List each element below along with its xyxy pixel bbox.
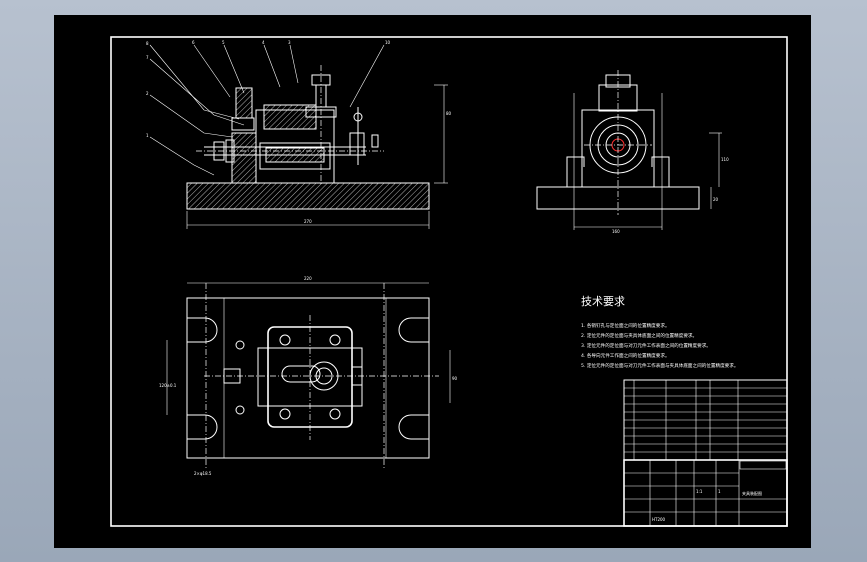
title-drawing-name: 夹具装配图 <box>742 490 762 496</box>
dim-front-width: 270 <box>304 219 312 224</box>
svg-text:10: 10 <box>385 40 391 45</box>
tech-req-note: 4. 各导向元件工作面之间的位置精度要求。 <box>581 352 670 359</box>
dim-top-left: 120±0.1 <box>159 383 177 388</box>
front-section-view: 8 7 2 1 6 5 4 3 10 80 270 <box>146 40 452 229</box>
drawing-border <box>110 36 788 527</box>
dim-side-height: 110 <box>721 157 729 162</box>
top-view: 220 120±0.1 90 2×φ18.5 <box>159 276 458 476</box>
title-block: 夹具装配图 1:1 1 HT200 <box>623 459 788 527</box>
svg-text:1: 1 <box>146 133 149 138</box>
svg-text:5: 5 <box>222 40 225 45</box>
dim-top-right: 90 <box>452 376 458 381</box>
tech-requirements: 技术要求 1. 各销钉孔与定位面之间的位置精度要求。 2. 定位元件的定位面与夹… <box>581 295 738 369</box>
side-view: 160 110 20 <box>536 70 729 234</box>
dim-side-base: 20 <box>713 197 719 202</box>
svg-text:6: 6 <box>192 40 195 45</box>
parts-list <box>623 379 788 461</box>
assembly-drawing: 8 7 2 1 6 5 4 3 10 80 270 <box>110 36 788 527</box>
tech-req-note: 5. 定位元件的定位面与对刀元件工作表面与夹具体底面之间的位置精度要求。 <box>581 362 738 369</box>
tech-req-note: 2. 定位元件的定位面与夹具体底面之间的位置精度要求。 <box>581 332 697 339</box>
dim-front-height: 80 <box>446 111 452 116</box>
title-material: HT200 <box>652 517 666 522</box>
svg-text:7: 7 <box>146 55 149 60</box>
svg-text:2: 2 <box>146 91 149 96</box>
drawing-sheet: 8 7 2 1 6 5 4 3 10 80 270 <box>54 15 811 548</box>
tech-req-note: 1. 各销钉孔与定位面之间的位置精度要求。 <box>581 322 670 329</box>
dim-top-width: 220 <box>304 276 312 281</box>
svg-text:4: 4 <box>262 40 265 45</box>
svg-text:3: 3 <box>288 40 291 45</box>
dim-side-width: 160 <box>612 229 620 234</box>
dim-top-bottom-note: 2×φ18.5 <box>194 471 212 476</box>
tech-req-title: 技术要求 <box>581 295 625 308</box>
title-sheet: 1 <box>718 489 721 494</box>
svg-text:8: 8 <box>146 41 149 46</box>
title-scale: 1:1 <box>696 489 703 494</box>
tech-req-note: 3. 定位元件的定位面与对刀元件工作表面之间的位置精度要求。 <box>581 342 711 349</box>
